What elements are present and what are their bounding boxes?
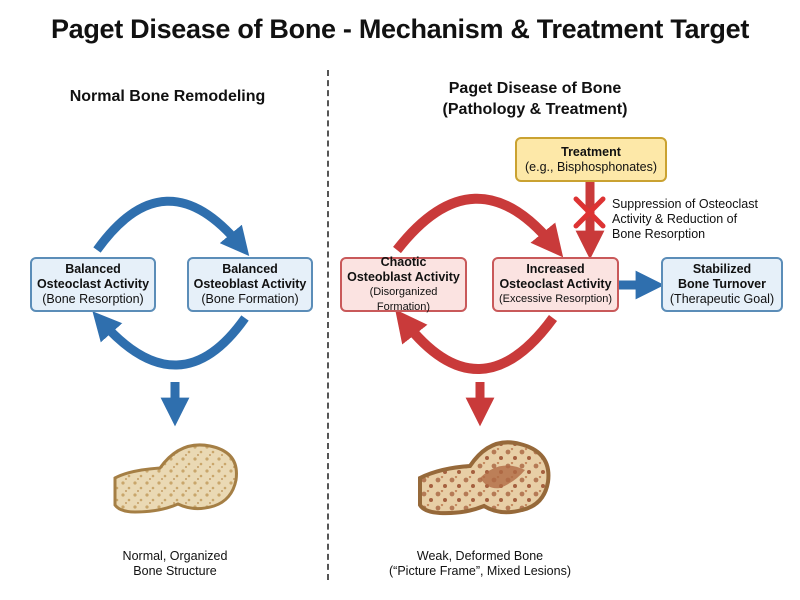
box-line3: (Bone Formation) [201,292,299,306]
box-line3: (Therapeutic Goal) [669,292,775,306]
right-heading: Paget Disease of Bone (Pathology & Treat… [420,78,650,120]
normal-bone-caption: Normal, Organized Bone Structure [90,549,260,579]
caption-line2: (“Picture Frame”, Mixed Lesions) [389,564,571,578]
box-line2: Osteoblast Activity [347,269,460,284]
note-line3: Bone Resorption [612,227,706,241]
box-line3: (Disorganized Formation) [369,285,438,313]
box-line1: Chaotic [380,254,427,269]
caption-line1: Weak, Deformed Bone [416,549,544,563]
box-line2: Bone Turnover [678,277,766,291]
chaotic-osteoblast-box: Chaotic Osteoblast Activity (Disorganize… [340,254,467,313]
normal-bone-illustration [113,443,238,514]
box-line1: Balanced [65,262,121,276]
box-line3: (Excessive Resorption) [498,293,613,305]
inhibition-x-icon [573,196,606,229]
box-line2: Osteoblast Activity [193,277,307,291]
deformed-bone-caption: Weak, Deformed Bone (“Picture Frame”, Mi… [370,549,590,579]
treatment-label: Treatment [561,144,621,159]
box-line3: (Bone Resorption) [42,292,144,306]
box-line1: Increased [526,262,585,276]
section-divider [327,70,329,580]
increased-osteoclast-box: Increased Osteoclast Activity (Excessive… [492,257,619,312]
treatment-box: Treatment (e.g., Bisphosphonates) [515,137,667,182]
right-top-curved-arrow [393,193,564,258]
treatment-example: (e.g., Bisphosphonates) [524,159,658,174]
note-line1: Suppression of Osteoclast [612,197,758,211]
box-line1: Stabilized [692,262,752,276]
note-line2: Activity & Reduction of [612,212,738,226]
right-heading-line1: Paget Disease of Bone [448,80,622,97]
left-bottom-curved-arrow [92,311,249,370]
caption-line2: Bone Structure [133,564,217,578]
stabilized-turnover-box: Stabilized Bone Turnover (Therapeutic Go… [661,257,783,312]
balanced-osteoclast-box: Balanced Osteoclast Activity (Bone Resor… [30,257,156,312]
caption-line1: Normal, Organized [122,549,228,563]
left-top-curved-arrow [93,196,250,257]
suppression-note: Suppression of Osteoclast Activity & Red… [612,197,794,242]
right-heading-line2: (Pathology & Treatment) [442,101,628,118]
box-line2: Osteoclast Activity [499,277,612,291]
left-heading: Normal Bone Remodeling [69,88,266,105]
deformed-bone-illustration [418,440,551,516]
diagram-title: Paget Disease of Bone - Mechanism & Trea… [50,14,750,44]
right-bottom-curved-arrow [395,309,558,374]
balanced-osteoblast-box: Balanced Osteoblast Activity (Bone Forma… [187,257,313,312]
box-line1: Balanced [222,262,278,276]
box-line2: Osteoclast Activity [36,277,150,291]
